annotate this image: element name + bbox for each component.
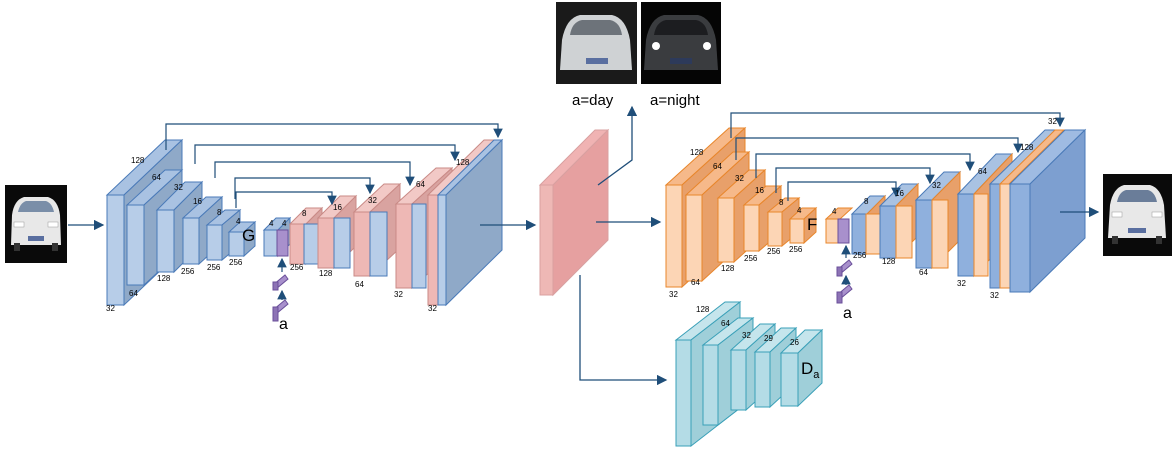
day-label: a=day [572, 92, 614, 109]
d-num: 26 [790, 338, 799, 347]
g-num: 4 [282, 219, 287, 228]
g-num: 64 [129, 289, 138, 298]
g-num: 16 [333, 203, 342, 212]
f-num: 32 [932, 181, 941, 190]
f-num: 64 [713, 162, 722, 171]
discriminator-d [674, 300, 824, 448]
network-f-decoder [824, 128, 1087, 294]
attribute-input-right [836, 244, 853, 304]
g-num: 32 [394, 290, 403, 299]
f-skip-connections [730, 112, 1065, 201]
f-label: F [807, 215, 817, 234]
g-num: 8 [217, 208, 222, 217]
night-label: a=night [650, 92, 700, 109]
f-num: 32 [1048, 117, 1057, 126]
f-num: 256 [744, 254, 758, 263]
f-num: 256 [789, 245, 803, 254]
g-num: 8 [302, 209, 307, 218]
f-num: 32 [957, 279, 966, 288]
g-num: 256 [207, 263, 221, 272]
d-num: 32 [742, 331, 751, 340]
g-num: 64 [355, 280, 364, 289]
input-car-image [5, 185, 67, 263]
output-car-image [1103, 174, 1172, 256]
f-num: 64 [978, 167, 987, 176]
g-dimension-labels: 128 64 32 16 8 4 4 4 8 16 32 64 128 32 6… [106, 156, 470, 313]
day-image [556, 2, 637, 84]
g-num: 128 [456, 158, 470, 167]
d-dimension-labels: 128 64 32 29 26 [696, 305, 799, 347]
f-num: 8 [864, 197, 869, 206]
g-num: 64 [152, 173, 161, 182]
f-num: 32 [735, 174, 744, 183]
g-num: 256 [290, 263, 304, 272]
g-num: 256 [229, 258, 243, 267]
network-f-encoder [664, 126, 818, 289]
g-num: 4 [236, 217, 241, 226]
f-num: 256 [853, 251, 867, 260]
generator-g [105, 138, 257, 307]
f-num: 256 [767, 247, 781, 256]
f-num: 128 [882, 257, 896, 266]
f-num: 8 [779, 198, 784, 207]
g-num: 32 [174, 183, 183, 192]
generated-image-block [538, 128, 610, 297]
g-num: 32 [428, 304, 437, 313]
g-num: 128 [131, 156, 145, 165]
d-num: 29 [764, 334, 773, 343]
g-num: 128 [157, 274, 171, 283]
f-num: 4 [832, 207, 837, 216]
d-num: 64 [721, 319, 730, 328]
attribute-label-right: a [843, 305, 852, 322]
g-num: 4 [269, 219, 274, 228]
f-num: 16 [895, 189, 904, 198]
f-dimension-labels: 128 64 32 16 8 4 4 8 16 32 64 128 32 32 … [669, 117, 1057, 300]
f-num: 16 [755, 186, 764, 195]
f-num: 64 [919, 268, 928, 277]
g-num: 128 [319, 269, 333, 278]
g-num: 32 [106, 304, 115, 313]
d-label: Da [801, 359, 820, 381]
latent-arrows [579, 105, 668, 386]
d-num: 128 [696, 305, 710, 314]
g-skip-connections [165, 123, 503, 208]
g-num: 16 [193, 197, 202, 206]
f-num: 64 [691, 278, 700, 287]
f-num: 128 [1020, 143, 1034, 152]
f-num: 4 [797, 206, 802, 215]
g-label: G [242, 226, 255, 245]
g-num: 32 [368, 196, 377, 205]
f-num: 32 [669, 290, 678, 299]
attribute-label-left: a [279, 316, 288, 333]
generator-g-decoder [262, 138, 504, 307]
night-image [641, 2, 721, 84]
f-num: 32 [990, 291, 999, 300]
f-num: 128 [721, 264, 735, 273]
attribute-input-left [272, 257, 289, 322]
g-num: 64 [416, 180, 425, 189]
g-num: 256 [181, 267, 195, 276]
f-num: 128 [690, 148, 704, 157]
